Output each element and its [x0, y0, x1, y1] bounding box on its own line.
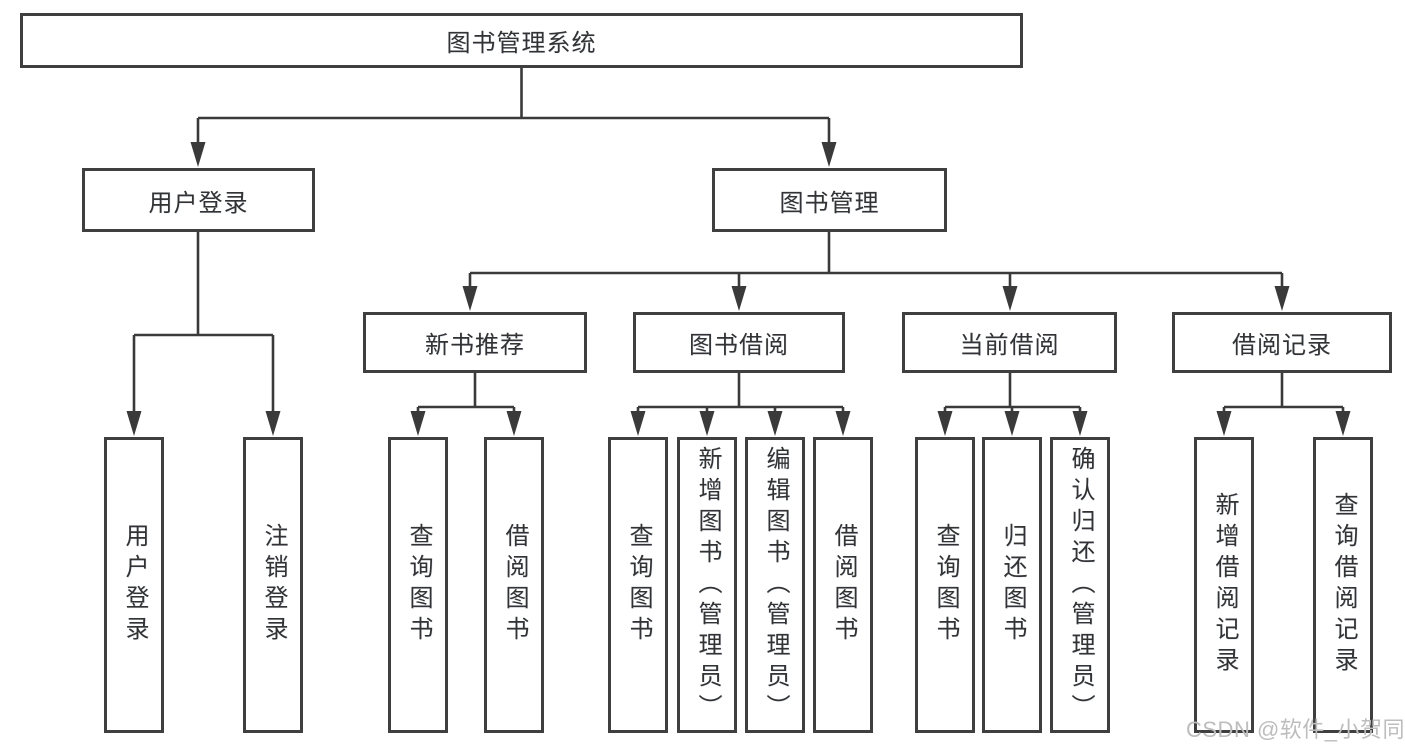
- arrowhead-leaf7: [767, 411, 783, 436]
- arrowhead-borrow: [731, 286, 747, 311]
- leaf-logout: 注销登录: [243, 437, 303, 733]
- leaf-borrow-books: 借阅图书: [813, 437, 873, 733]
- node-new-book-recommend: 新书推荐: [363, 312, 587, 373]
- arrowhead-leaf10: [1004, 411, 1020, 436]
- leaf-user-login: 用户登录: [104, 437, 164, 733]
- node-borrow-records: 借阅记录: [1172, 312, 1392, 373]
- arrowhead-leaf2: [265, 411, 281, 436]
- node-book-borrow: 图书借阅: [633, 312, 845, 373]
- arrowhead-leaf13: [1335, 411, 1351, 436]
- leaf-query-books-borrow: 查询图书: [608, 437, 668, 733]
- leaf-query-books-recommend: 查询图书: [388, 437, 448, 733]
- node-book-management: 图书管理: [712, 168, 947, 232]
- leaf-confirm-return-admin: 确认归还（管理员）: [1050, 437, 1110, 733]
- arrowhead-leaf5: [630, 411, 646, 436]
- leaf-query-books-current: 查询图书: [915, 437, 975, 733]
- node-library-system: 图书管理系统: [20, 13, 1023, 68]
- arrowhead-leaf12: [1216, 411, 1232, 436]
- leaf-query-borrow-record: 查询借阅记录: [1313, 437, 1373, 733]
- leaf-add-books-admin: 新增图书（管理员）: [677, 437, 737, 733]
- arrowhead-records: [1274, 286, 1290, 311]
- arrowhead-leaf8: [835, 411, 851, 436]
- leaf-edit-books-admin: 编辑图书（管理员）: [745, 437, 805, 733]
- arrowhead-current: [1002, 286, 1018, 311]
- arrowhead-leaf6: [699, 411, 715, 436]
- arrowhead-leaf9: [937, 411, 953, 436]
- node-user-login: 用户登录: [82, 168, 315, 232]
- leaf-add-borrow-record: 新增借阅记录: [1194, 437, 1254, 733]
- leaf-return-books: 归还图书: [982, 437, 1042, 733]
- node-current-borrow: 当前借阅: [902, 312, 1117, 373]
- arrowhead-leaf3: [410, 411, 426, 436]
- arrowhead-recommend: [462, 286, 478, 311]
- csdn-watermark: CSDN @软件_小贺同学: [1186, 717, 1405, 742]
- arrowhead-leaf4: [506, 411, 522, 436]
- arrowhead-leaf1: [126, 411, 142, 436]
- leaf-borrow-books-recommend: 借阅图书: [484, 437, 544, 733]
- arrowhead-mgmt: [821, 142, 837, 167]
- arrowhead-login: [190, 142, 206, 167]
- arrowhead-leaf11: [1072, 411, 1088, 436]
